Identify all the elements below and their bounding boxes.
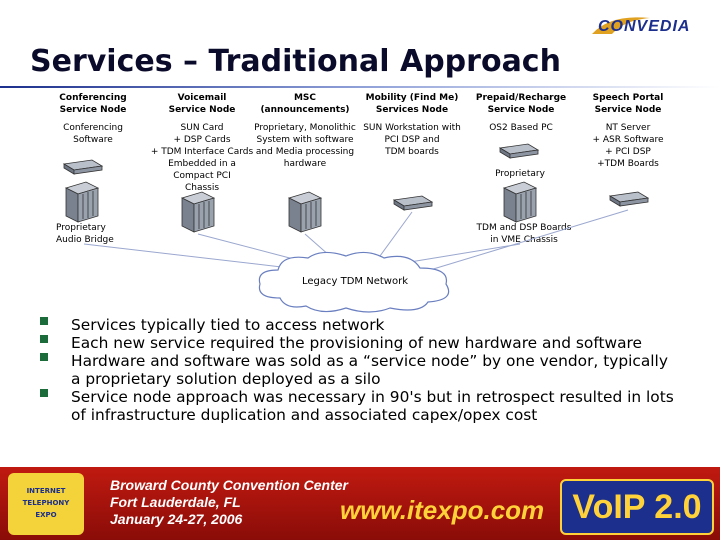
list-item: Service node approach was necessary in 9… (40, 388, 680, 424)
pc-card-icon (498, 143, 540, 159)
bullet-list: Services typically tied to access networ… (40, 316, 680, 424)
legacy-tdm-network-cloud (258, 251, 450, 313)
column-header: MSC (announcements) (260, 93, 350, 115)
server-chassis-icon (502, 181, 538, 223)
column-header: Voicemail Service Node (168, 93, 236, 115)
column-msc: MSC (announcements) Proprietary, Monolit… (250, 92, 360, 170)
column-conferencing: Conferencing Service Node Conferencing S… (48, 92, 138, 146)
square-bullet-icon (40, 317, 48, 325)
column-header: Speech Portal Service Node (592, 93, 664, 115)
column-header: Conferencing Service Node (59, 93, 127, 115)
pc-card-icon (62, 159, 104, 175)
annotation-tdm-dsp: TDM and DSP Boards in VME Chassis (476, 223, 572, 245)
square-bullet-icon (40, 353, 48, 361)
annotation-proprietary-bridge: Proprietary Audio Bridge (56, 223, 114, 245)
column-header: Mobility (Find Me) Services Node (365, 93, 459, 115)
server-chassis-icon (287, 191, 323, 233)
column-description: OS2 Based PC (489, 123, 553, 133)
server-chassis-icon (180, 191, 216, 233)
event-url: www.itexpo.com (340, 495, 545, 525)
square-bullet-icon (40, 389, 48, 397)
server-chassis-icon (64, 181, 100, 223)
expo-badge-logo: INTERNET TELEPHONY EXPO (8, 473, 84, 535)
square-bullet-icon (40, 335, 48, 343)
column-description: Conferencing Software (63, 123, 123, 145)
network-label: Legacy TDM Network (302, 276, 408, 287)
connection-lines (83, 209, 629, 271)
pc-card-icon (608, 191, 650, 207)
event-banner: INTERNET TELEPHONY EXPO Broward County C… (0, 467, 720, 540)
list-item: Each new service required the provisioni… (40, 334, 680, 352)
column-description: SUN Card + DSP Cards + TDM Interface Car… (150, 123, 254, 193)
column-speech-portal: Speech Portal Service Node NT Server + A… (580, 92, 676, 170)
column-description: SUN Workstation with PCI DSP and TDM boa… (363, 123, 461, 157)
event-details: Broward County Convention Center Fort La… (110, 477, 349, 527)
column-mobility: Mobility (Find Me) Services Node SUN Wor… (358, 92, 466, 158)
title-divider (0, 86, 720, 88)
column-description: NT Server + ASR Software + PCI DSP +TDM … (592, 123, 664, 169)
convedia-logo-text: CONVEDIA (598, 18, 691, 35)
voip-logo: VoIP 2.0 (560, 479, 714, 535)
page-title: Services – Traditional Approach (30, 44, 561, 79)
column-voicemail: Voicemail Service Node SUN Card + DSP Ca… (142, 92, 262, 194)
pc-card-icon (392, 195, 434, 211)
column-prepaid: Prepaid/Recharge Service Node OS2 Based … (468, 92, 574, 134)
annotation-proprietary: Proprietary (495, 169, 545, 179)
convedia-logo (592, 17, 650, 34)
column-description: Proprietary, Monolithic System with soft… (254, 123, 356, 169)
list-item: Hardware and software was sold as a “ser… (40, 352, 680, 388)
list-item: Services typically tied to access networ… (40, 316, 680, 334)
column-header: Prepaid/Recharge Service Node (475, 93, 567, 115)
